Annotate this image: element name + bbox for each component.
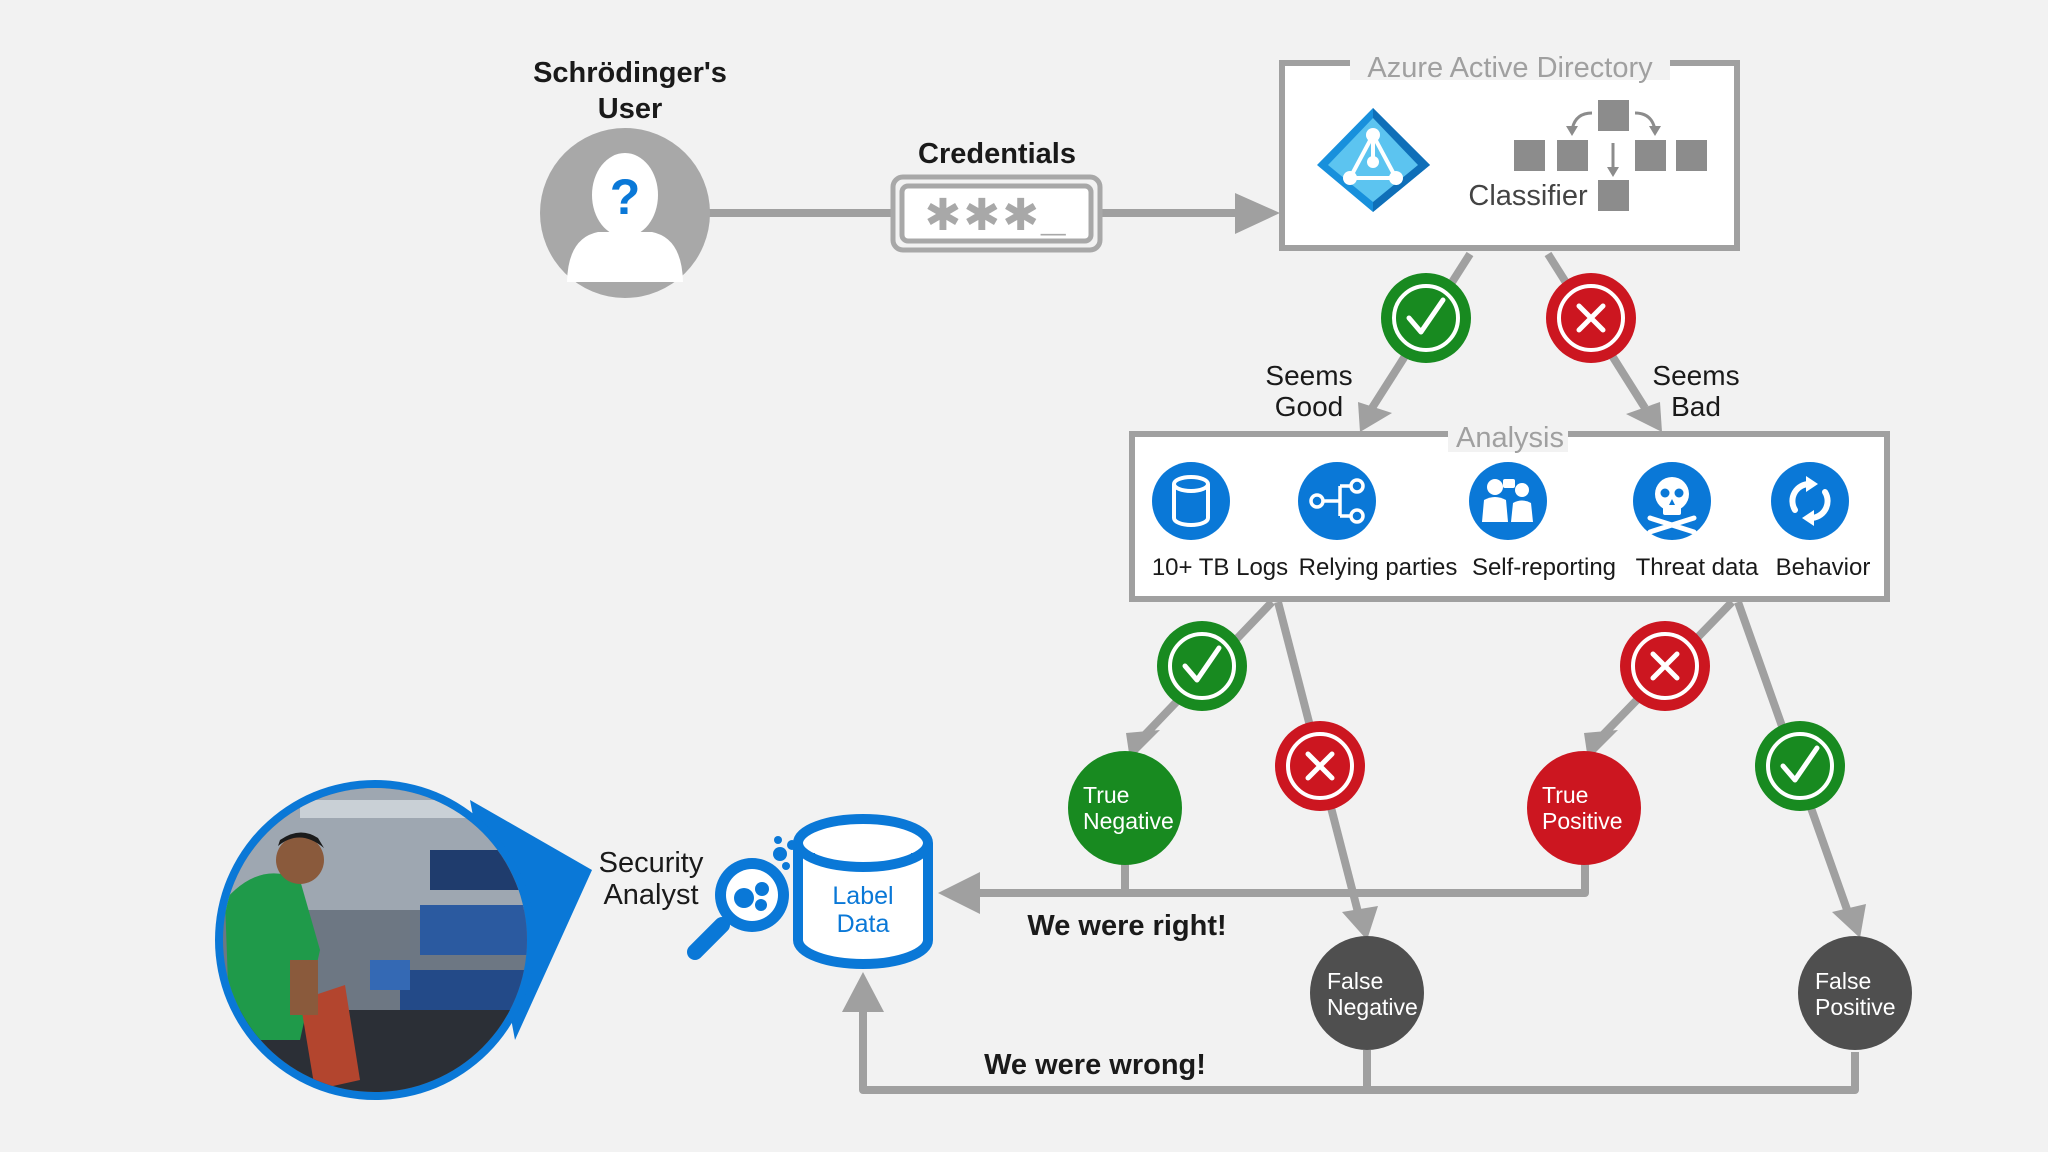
analysis-item-label: Relying parties — [1299, 554, 1458, 581]
user-title-line1: Schrödinger's — [533, 57, 727, 89]
classifier-blocks-icon — [1514, 100, 1707, 211]
outcome-line1: False — [1815, 968, 1871, 994]
check-icon — [1182, 645, 1222, 683]
true-negative-outcome: True Negative — [1068, 751, 1182, 865]
true-positive-outcome: True Positive — [1527, 751, 1641, 865]
skull-icon — [1647, 477, 1697, 535]
outcome-line2: Positive — [1542, 808, 1623, 834]
check-icon — [1780, 745, 1820, 783]
label-data-line2: Data — [837, 910, 890, 938]
false-negative-outcome: False Negative — [1310, 936, 1424, 1050]
arrowhead-label-data-wrong — [842, 972, 884, 1012]
outcome-line2: Negative — [1083, 808, 1174, 834]
refresh-icon-bg — [1771, 462, 1849, 540]
user-question-glyph: ? — [610, 169, 641, 225]
credentials-label: Credentials — [918, 138, 1076, 170]
false-positive-outcome: False Positive — [1798, 936, 1912, 1050]
credentials-field-outer — [890, 174, 1103, 253]
label-data-line1: Label — [832, 882, 893, 910]
arrowhead-label-data-right — [938, 872, 980, 914]
seems-good-line1: Seems — [1265, 360, 1352, 391]
classifier-arrow-tips — [1566, 126, 1661, 177]
azure-active-directory-box: Azure Active Directory — [1279, 46, 1740, 251]
analysis-title-backdrop — [1448, 418, 1568, 452]
seems-good-line2: Good — [1275, 391, 1344, 422]
we-were-right-line — [1121, 860, 1589, 897]
analysis-item-threat-data: Threat data — [1633, 462, 1759, 581]
credentials-mask: ✱✱✱_ — [924, 191, 1067, 240]
seems-bad-line2: Bad — [1671, 391, 1721, 422]
analysis-item-label: Threat data — [1636, 554, 1759, 581]
seems-bad-badge — [1546, 273, 1636, 363]
outcome-line2: Negative — [1327, 994, 1418, 1020]
user-silhouette-icon — [567, 153, 683, 282]
we-were-wrong-label: We were wrong! — [984, 1049, 1206, 1081]
outcome-line1: False — [1327, 968, 1383, 994]
arrowhead-false-positive — [1832, 904, 1866, 938]
cross-icon — [1305, 751, 1335, 781]
database-inner-rim — [811, 852, 915, 870]
we-were-wrong-line — [1363, 1050, 1859, 1094]
bad-dismissed-badge — [1755, 721, 1845, 811]
network-icon — [1309, 478, 1365, 524]
analysis-item-self-reporting: Self-reporting — [1469, 462, 1616, 581]
database-icon-bg — [1152, 462, 1230, 540]
outcome-line1: True — [1542, 782, 1588, 808]
database-body — [793, 843, 933, 969]
database-icon — [1172, 475, 1210, 527]
analysis-item-behavior: Behavior — [1771, 462, 1870, 581]
analysis-title: Analysis — [1456, 422, 1564, 454]
security-analyst-line1: Security — [599, 847, 704, 879]
analysis-item-label: 10+ TB Logs — [1152, 554, 1288, 581]
analyst-photo-callout — [215, 780, 592, 1100]
user-title-line2: User — [598, 93, 663, 125]
people-icon — [1482, 479, 1533, 522]
good-missed-badge — [1275, 721, 1365, 811]
analysis-item-logs: 10+ TB Logs — [1152, 462, 1288, 581]
security-analyst-line2: Analyst — [603, 879, 698, 911]
seems-bad-line1: Seems — [1652, 360, 1739, 391]
check-icon — [1406, 297, 1446, 335]
schrodingers-user: Schrödinger's User ? — [533, 57, 727, 298]
good-confirmed-badge — [1157, 621, 1247, 711]
bad-confirmed-badge — [1620, 621, 1710, 711]
analysis-item-relying-parties: Relying parties — [1298, 462, 1457, 581]
analysis-box: Analysis 10+ TB Logs Relying parties — [1129, 418, 1890, 602]
outcome-line2: Positive — [1815, 994, 1896, 1020]
we-were-right-label: We were right! — [1027, 910, 1226, 942]
people-icon-bg — [1469, 462, 1547, 540]
cross-badge-ring — [1557, 284, 1625, 352]
credentials: Credentials ✱✱✱_ — [890, 138, 1103, 253]
arrowhead-seems-bad — [1626, 402, 1662, 432]
aad-title: Azure Active Directory — [1367, 52, 1653, 84]
aad-title-backdrop — [1350, 46, 1670, 80]
arrow-heads — [842, 193, 1866, 1012]
outcome-line1: True — [1083, 782, 1129, 808]
magnifier-icon — [687, 836, 797, 960]
analysis-item-label: Behavior — [1776, 554, 1871, 581]
credentials-field-inner — [899, 183, 1094, 244]
seems-good-badge — [1381, 273, 1471, 363]
classifier-label: Classifier — [1468, 180, 1588, 212]
arrowhead-false-negative — [1342, 906, 1378, 940]
cross-icon — [1650, 651, 1680, 681]
azure-ad-logo-icon — [1317, 108, 1430, 212]
arrowhead-seems-good — [1358, 402, 1392, 432]
cross-icon — [1576, 303, 1606, 333]
arrowhead-aad — [1235, 193, 1280, 234]
we-were-wrong-arrow-line — [859, 1002, 1367, 1094]
label-data-database: Label Data — [793, 814, 933, 969]
check-badge-ring — [1392, 284, 1460, 352]
analysis-item-label: Self-reporting — [1472, 554, 1616, 581]
